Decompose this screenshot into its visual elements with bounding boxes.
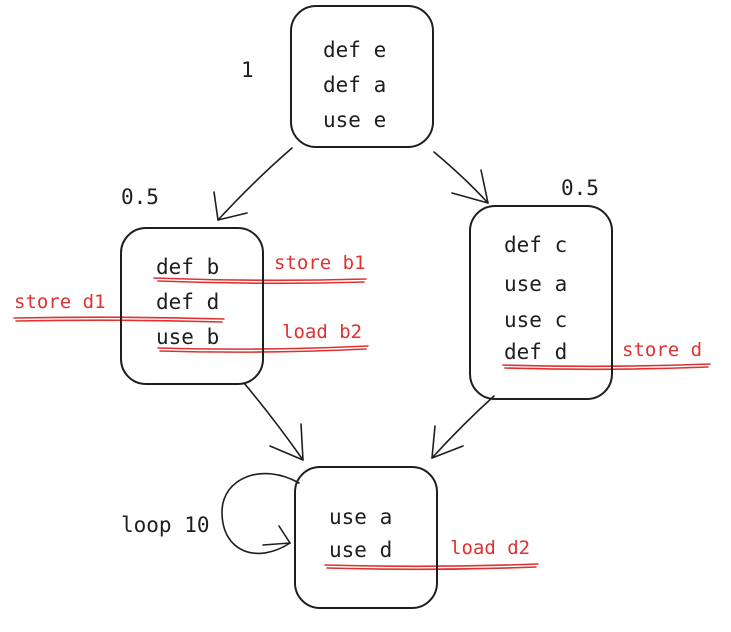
block-right-line-4: def d	[504, 340, 568, 364]
block-entry-frequency: 1	[241, 58, 254, 82]
underline-load-d2	[324, 563, 539, 568]
spill-load-d2: load d2	[450, 537, 531, 559]
block-right-line-2: use a	[504, 272, 568, 296]
underline-store-d	[502, 363, 711, 368]
block-entry-line-3: use e	[323, 108, 387, 132]
block-left-line-3: use b	[156, 325, 220, 349]
edge-entry-to-left	[217, 147, 293, 221]
block-entry-line-2: def a	[323, 73, 387, 97]
edge-exit-self-loop	[221, 472, 300, 555]
block-entry: def e def a use e	[290, 5, 434, 148]
spill-store-d1: store d1	[14, 291, 106, 313]
underline-store-d1	[13, 316, 225, 320]
edge-entry-to-left-arrowhead	[213, 191, 248, 221]
block-left-line-1: def b	[156, 255, 220, 279]
edge-exit-self-loop-arrowhead	[262, 525, 291, 546]
block-entry-line-1: def e	[323, 38, 387, 62]
edge-right-to-exit-arrowhead	[431, 425, 464, 459]
spill-load-b2: load b2	[282, 321, 363, 343]
block-right-line-3: use c	[504, 308, 568, 332]
edge-left-to-exit-arrowhead	[269, 423, 304, 461]
edge-entry-to-right	[433, 151, 489, 204]
block-exit-line-2: use d	[329, 538, 393, 562]
edge-left-to-exit	[243, 382, 304, 461]
edge-entry-to-right-arrowhead	[451, 169, 489, 204]
block-right-line-1: def c	[504, 233, 568, 257]
block-exit: use a use d	[294, 466, 438, 609]
spill-store-b1: store b1	[274, 252, 366, 274]
block-right-frequency: 0.5	[561, 176, 599, 200]
block-left-frequency: 0.5	[121, 185, 159, 209]
block-left: def b def d use b	[120, 227, 264, 385]
block-exit-frequency: loop 10	[121, 513, 210, 537]
spill-store-d: store d	[622, 339, 703, 361]
underline-store-b1	[153, 277, 367, 282]
edge-right-to-exit	[431, 395, 495, 459]
block-exit-line-1: use a	[329, 505, 393, 529]
block-left-line-2: def d	[156, 290, 220, 314]
block-right: def c use a use c def d	[469, 205, 613, 400]
